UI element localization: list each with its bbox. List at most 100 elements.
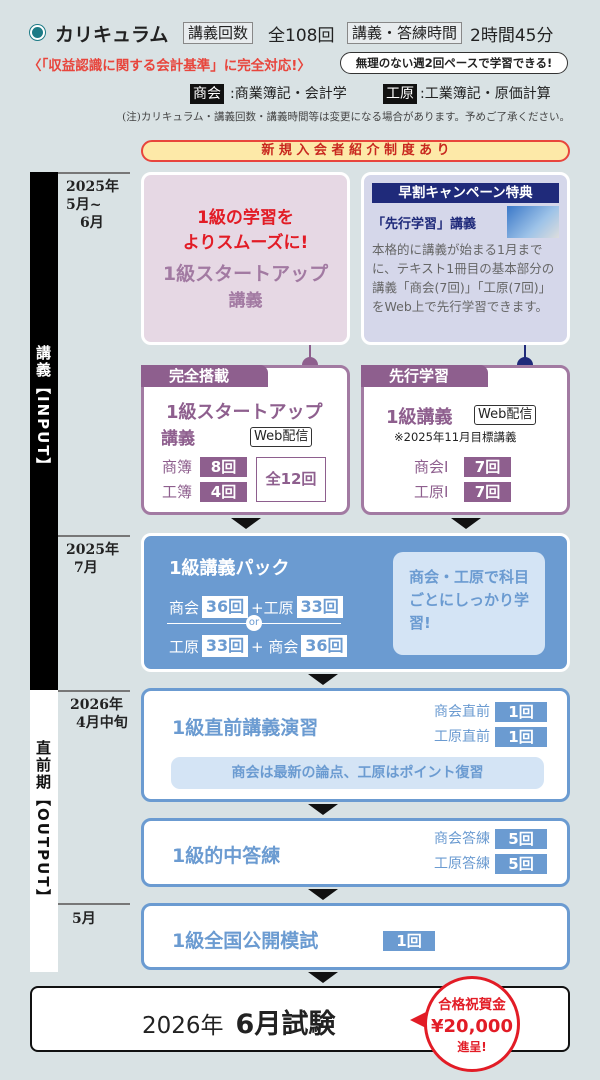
lecture-time: 2時間45分 [470, 26, 554, 46]
date-month: 6月 [80, 215, 104, 231]
date-year: 2025年 [66, 542, 119, 558]
date-2025-may: 2025年 5月~ 6月 [66, 178, 119, 232]
down-arrow-icon [308, 889, 338, 900]
subject-label: + 商会 [251, 637, 299, 656]
startup-title2: 講義 [161, 429, 195, 449]
badge-amount: ¥20,000 [431, 1016, 513, 1037]
row-label: 工原直前 [434, 729, 490, 745]
startup-course-card[interactable]: 完全搭載 1級スタートアップ 講義 Web配信 商簿 8回 工簿 4回 全12回 [141, 365, 350, 515]
badge-pointer [410, 1012, 426, 1028]
down-arrow-icon [231, 518, 261, 529]
pace-bubble: 無理のない週2回ペースで学習できる! [340, 52, 568, 74]
promo-line2: よりスムーズに! [182, 233, 309, 253]
date-month: 7月 [74, 560, 98, 576]
campaign-sub: 「先行学習」講義 [372, 216, 477, 232]
lecture-count-label: 講義回数 [183, 22, 254, 44]
chokuzen-title: 1級直前講義演習 [172, 717, 319, 739]
tagline: 〈「収益認識に関する会計基準」に完全対応!〉 [28, 58, 311, 74]
date-year: 2026年 [70, 697, 123, 713]
shokai-desc: :商業簿記・会計学 [230, 86, 347, 102]
row-label: 商会答練 [434, 831, 490, 847]
tekichu-card[interactable]: 1級的中答練 商会答練 5回 工原答練 5回 [141, 818, 570, 887]
row-label: 商会直前 [434, 704, 490, 720]
pack-title: 1級講義パック [169, 558, 290, 579]
early-campaign-card: 早割キャンペーン特典 「先行学習」講義 本格的に講義が始まる1月までに、テキスト… [361, 172, 570, 345]
time-label: 講義・答練時間 [347, 22, 463, 44]
kogen1-count: 7回 [464, 482, 511, 502]
down-arrow-icon [308, 972, 338, 983]
date-divider [58, 172, 130, 174]
date-2025-jul: 2025年 7月 [66, 541, 119, 577]
output-phase-label: 直前期【OUTPUT】 [34, 740, 52, 906]
kobo-label: 工簿 [162, 483, 193, 501]
shokai1-count: 7回 [464, 457, 511, 477]
output-phase-bar [30, 690, 58, 972]
pack-side-note: 商会・工原で科目ごとにしっかり学習! [393, 552, 545, 655]
date-divider [58, 690, 130, 692]
moshi-card[interactable]: 1級全国公開模試 1回 [141, 903, 570, 970]
promo-line1: 1級の学習を [197, 208, 294, 228]
campaign-body: 本格的に講義が始まる1月までに、テキスト1冊目の基本部分の講義「商会(7回)」「… [372, 242, 555, 314]
input-phase-label: 講義【INPUT】 [34, 345, 52, 475]
tekichu-title: 1級的中答練 [172, 845, 281, 867]
startup-total: 全12回 [256, 457, 326, 502]
row-label: 工原答練 [434, 856, 490, 872]
advance-course-card[interactable]: 先行学習 1級講義 Web配信 ※2025年11月目標講義 商会Ⅰ 7回 工原Ⅰ… [361, 365, 570, 515]
kogen1-label: 工原Ⅰ [414, 483, 449, 501]
lecture-count: 全108回 [268, 26, 335, 46]
reward-badge: 合格祝賀金 ¥20,000 進呈! [424, 976, 520, 1072]
shokai-tag: 商会 [190, 84, 224, 104]
curriculum-title: カリキュラム [55, 24, 169, 46]
startup-tab: 完全搭載 [141, 365, 268, 387]
bullet-icon [30, 25, 45, 40]
startup-promo-card: 1級の学習を よりスムーズに! 1級スタートアップ 講義 [141, 172, 350, 345]
date-2026-apr: 2026年 4月中旬 [70, 696, 128, 732]
date-month: 4月中旬 [76, 715, 128, 731]
date-month: 5月~ [66, 197, 102, 213]
exam-year: 2026年 [142, 1013, 224, 1039]
subject-label: 工原 [169, 637, 200, 656]
startup-title1: 1級スタートアップ [166, 402, 323, 423]
session-count: 33回 [202, 635, 249, 657]
date-year: 2025年 [66, 179, 119, 195]
kogen-desc: :工業簿記・原価計算 [420, 86, 551, 102]
referral-banner[interactable]: 新 規 入 会 者 紹 介 制 度 あ り [141, 140, 570, 162]
shobo-count: 8回 [200, 457, 247, 477]
session-count: 36回 [202, 596, 249, 618]
down-arrow-icon [451, 518, 481, 529]
web-badge: Web配信 [250, 427, 313, 447]
moshi-title: 1級全国公開模試 [172, 930, 319, 952]
row-count: 5回 [495, 829, 547, 849]
subject-label: +工原 [251, 598, 294, 617]
row-count: 5回 [495, 854, 547, 874]
input-phase-bar [30, 172, 58, 690]
shokai1-label: 商会Ⅰ [414, 458, 449, 476]
down-arrow-icon [308, 674, 338, 685]
moshi-count: 1回 [383, 931, 435, 951]
session-count: 36回 [301, 635, 348, 657]
chokuzen-card[interactable]: 1級直前講義演習 商会直前 1回 工原直前 1回 商会は最新の論点、工原はポイン… [141, 688, 570, 802]
kobo-count: 4回 [200, 482, 247, 502]
or-label: or [246, 615, 262, 631]
session-count: 33回 [296, 596, 343, 618]
badge-line3: 進呈! [457, 1040, 487, 1054]
date-2026-may: 5月 [72, 911, 96, 927]
exam-title: 6月試験 [235, 1009, 336, 1040]
row-count: 1回 [495, 727, 547, 747]
study-photo-icon [507, 206, 559, 238]
connector-line [309, 345, 311, 365]
subject-label: 商会 [169, 598, 200, 617]
advance-note: ※2025年11月目標講義 [394, 430, 517, 444]
badge-line1: 合格祝賀金 [438, 997, 506, 1013]
web-badge: Web配信 [474, 405, 537, 425]
promo-title1: 1級スタートアップ [162, 263, 329, 285]
date-divider [58, 535, 130, 537]
connector-line [524, 345, 526, 365]
advance-title: 1級講義 [386, 407, 453, 428]
campaign-header: 早割キャンペーン特典 [372, 183, 559, 203]
kogen-tag: 工原 [383, 84, 417, 104]
chokuzen-banner: 商会は最新の論点、工原はポイント復習 [171, 757, 544, 789]
shobo-label: 商簿 [162, 458, 193, 476]
note: (注)カリキュラム・講義回数・講義時間等は変更になる場合があります。予めご了承く… [122, 111, 570, 123]
